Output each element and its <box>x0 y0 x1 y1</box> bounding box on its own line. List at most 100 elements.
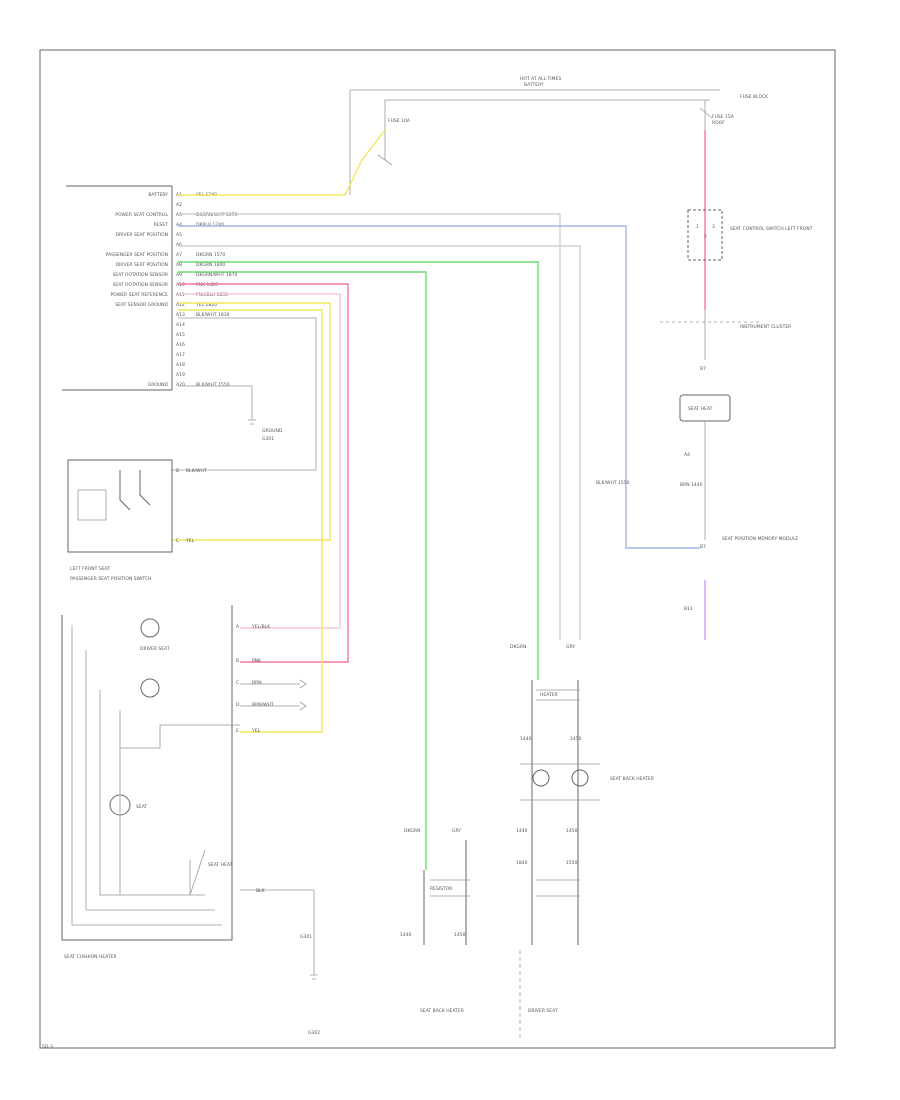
svg-text:A8: A8 <box>176 262 182 268</box>
svg-text:A7: A7 <box>176 252 182 258</box>
top-bus-sub: BATTERY <box>524 82 544 88</box>
svg-text:A20: A20 <box>176 382 185 388</box>
svg-text:B7: B7 <box>700 366 706 372</box>
svg-text:LEFT FRONT SEAT: LEFT FRONT SEAT <box>70 566 110 572</box>
mid-connector-label: INSTRUMENT CLUSTER <box>740 324 791 330</box>
svg-text:PNK: PNK <box>252 658 262 664</box>
right-module-pin-3: B11 <box>684 606 693 612</box>
svg-text:YEL/BLK: YEL/BLK <box>251 624 271 630</box>
top-right-label: FUSE BLOCK <box>740 94 769 100</box>
svg-text:SEAT CUSHION HEATER: SEAT CUSHION HEATER <box>64 954 117 960</box>
svg-text:C: C <box>176 538 179 544</box>
wire-gray-1 <box>178 213 561 640</box>
svg-text:1440: 1440 <box>400 932 412 938</box>
svg-text:YEL: YEL <box>251 728 261 734</box>
svg-text:BRN/WHT: BRN/WHT <box>252 702 274 708</box>
svg-text:BRN: BRN <box>252 680 262 686</box>
svg-text:PASSENGER SEAT POSITION: PASSENGER SEAT POSITION <box>106 252 168 258</box>
svg-text:POWER SEAT REFERENCE: POWER SEAT REFERENCE <box>111 292 169 298</box>
right-relay-label: SEAT CONTROL SWITCH LEFT FRONT <box>730 226 813 232</box>
svg-text:1450: 1450 <box>566 828 578 834</box>
svg-text:1450: 1450 <box>570 736 582 742</box>
svg-text:A12: A12 <box>176 302 185 308</box>
svg-text:BLK: BLK <box>256 888 266 894</box>
right-module-label: SEAT POSITION MEMORY MODULE <box>722 536 798 542</box>
svg-text:A4: A4 <box>176 222 182 228</box>
svg-text:1840: 1840 <box>516 860 528 866</box>
svg-text:PNK 1420: PNK 1420 <box>196 282 218 288</box>
svg-text:1: 1 <box>696 224 699 230</box>
svg-text:DKGRN 1570: DKGRN 1570 <box>196 252 225 258</box>
svg-text:RESISTOR: RESISTOR <box>430 886 452 892</box>
svg-text:YEL 1820: YEL 1820 <box>195 302 217 308</box>
ground-label: GROUND <box>262 428 283 434</box>
connector-2: DKGRN GRY HEATER 1440 1450 SEAT BACK HEA… <box>510 644 654 1014</box>
svg-text:POWER SEAT CONTROL: POWER SEAT CONTROL <box>115 212 168 218</box>
svg-text:1440: 1440 <box>516 828 528 834</box>
svg-text:DKGRN: DKGRN <box>404 828 420 834</box>
svg-text:DRIVER SEAT POSITION: DRIVER SEAT POSITION <box>116 232 168 238</box>
module-pins: A1 A2 A3 A4 A5 A6 A7 A8 A9 A10 A11 A12 A… <box>176 192 185 388</box>
svg-text:A: A <box>236 624 240 630</box>
right-module-pin-1: A4 <box>684 452 690 458</box>
svg-text:A2: A2 <box>176 202 182 208</box>
svg-text:A3: A3 <box>176 212 182 218</box>
footer-left: SD-3 <box>42 1044 53 1050</box>
svg-text:A17: A17 <box>176 352 185 358</box>
svg-text:DRIVER SEAT: DRIVER SEAT <box>140 646 170 652</box>
right-module-wire-1: BRN 1440 <box>680 482 703 488</box>
svg-text:HEATER: HEATER <box>540 692 558 698</box>
wire-gray-bottom <box>178 385 253 420</box>
module-labels: BATTERY POWER SEAT CONTROL RESET DRIVER … <box>106 192 169 388</box>
svg-text:PASSENGER SEAT POSITION SWITCH: PASSENGER SEAT POSITION SWITCH <box>70 576 151 582</box>
svg-text:SEAT BACK HEATER: SEAT BACK HEATER <box>610 776 654 782</box>
svg-text:YEL: YEL <box>185 538 195 544</box>
wire-green-1 <box>178 261 539 680</box>
svg-text:B: B <box>236 658 239 664</box>
main-module <box>62 185 173 391</box>
svg-text:BLK/WHT 1550: BLK/WHT 1550 <box>196 382 230 388</box>
svg-text:BLK/WHT 1830: BLK/WHT 1830 <box>196 312 230 318</box>
svg-text:A13: A13 <box>176 312 185 318</box>
module-wire-tags: YEL 1740 DKGRN/WHT 1070 DKBLU 1740 DKGRN… <box>195 192 238 388</box>
svg-text:1450: 1450 <box>454 932 466 938</box>
svg-text:SEAT SENSOR GROUND: SEAT SENSOR GROUND <box>115 302 168 308</box>
svg-text:A10: A10 <box>176 282 185 288</box>
svg-text:A5: A5 <box>176 232 182 238</box>
fuse-right-label: FUSE 15A <box>712 114 735 120</box>
right-relay <box>687 209 723 261</box>
svg-text:SEAT HEAT: SEAT HEAT <box>208 862 233 868</box>
svg-text:DKBLU 1740: DKBLU 1740 <box>196 222 224 228</box>
wire-yellow-2 <box>172 302 331 541</box>
top-bus-label: HOT AT ALL TIMES <box>520 76 561 82</box>
svg-text:A9: A9 <box>176 272 182 278</box>
svg-text:PNK/BLK 1830: PNK/BLK 1830 <box>196 292 228 298</box>
wire-green-2 <box>178 271 427 870</box>
wire-pink-1 <box>178 283 349 663</box>
svg-text:A18: A18 <box>176 362 185 368</box>
wire-blue <box>178 225 700 549</box>
svg-text:1440: 1440 <box>520 736 532 742</box>
fuse-left-label: FUSE 10A <box>388 118 411 124</box>
svg-text:2: 2 <box>704 234 707 240</box>
ground-ref: G302 <box>308 1030 320 1036</box>
wire-yellow-3 <box>178 309 323 733</box>
lower-left-module: A B C D E YEL/BLK PNK BRN BRN/WHT YEL DR… <box>61 605 274 960</box>
svg-text:DRIVER SEAT: DRIVER SEAT <box>528 1008 558 1014</box>
ground-sub: G301 <box>262 436 274 442</box>
diagram-border <box>39 49 836 1049</box>
svg-text:GRY: GRY <box>452 828 461 834</box>
svg-text:A11: A11 <box>176 292 185 298</box>
svg-text:SEAT ROTATION SENSOR: SEAT ROTATION SENSOR <box>113 272 168 278</box>
svg-text:A15: A15 <box>176 332 185 338</box>
svg-text:GROUND: GROUND <box>148 382 169 388</box>
top-bus: HOT AT ALL TIMES BATTERY <box>349 76 720 195</box>
svg-text:DRIVER SEAT POSITION: DRIVER SEAT POSITION <box>116 262 168 268</box>
switch-left: B BLK/WHT C YEL LEFT FRONT SEAT PASSENGE… <box>67 459 207 582</box>
svg-text:A6: A6 <box>176 242 182 248</box>
svg-text:3: 3 <box>712 224 715 230</box>
indicator-label: SEAT HEAT <box>688 406 713 412</box>
svg-text:A19: A19 <box>176 372 185 378</box>
svg-text:GRY: GRY <box>566 644 575 650</box>
